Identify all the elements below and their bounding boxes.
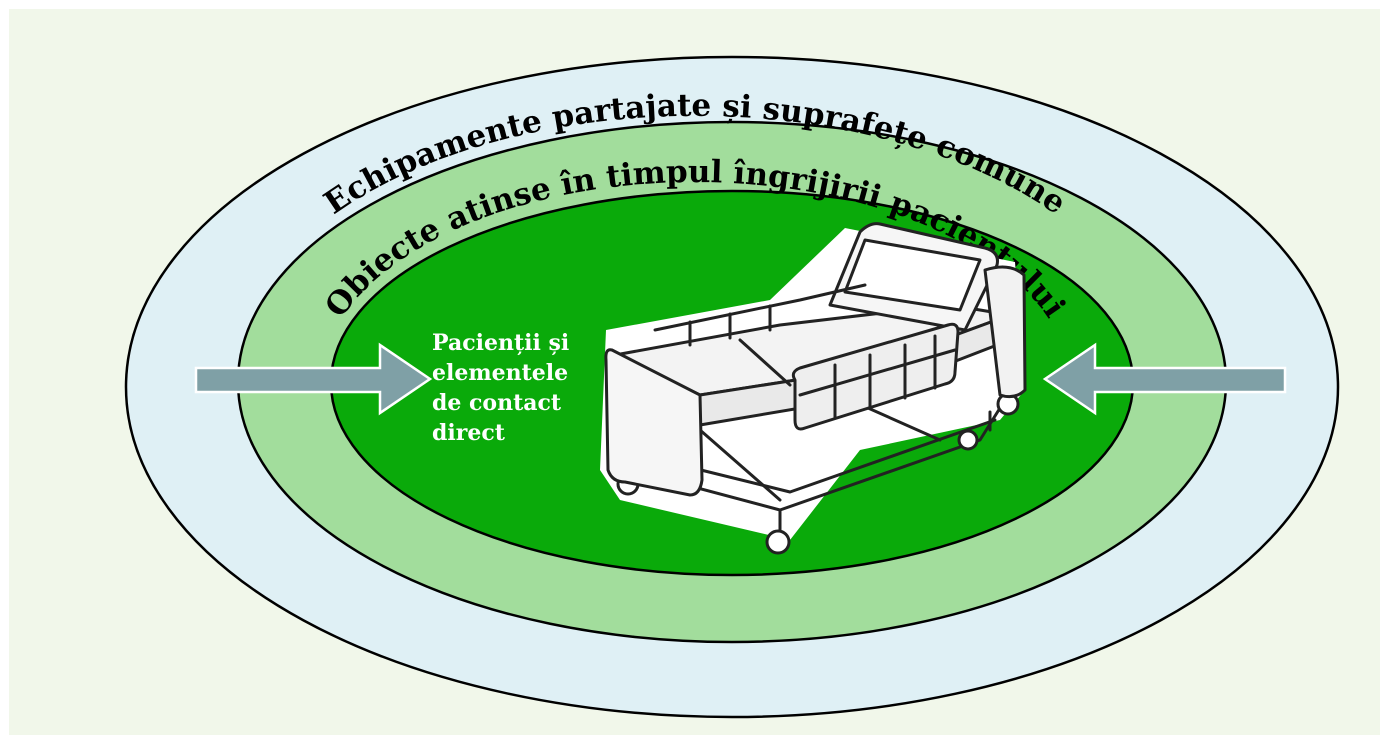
inner-label-line-4: direct [432,420,506,446]
inner-zone-label: Pacienții și elementele de contact direc… [432,330,577,446]
inner-label-line-1: Pacienții și [432,330,569,356]
arrow-left-icon [1042,342,1287,416]
arrow-right-icon [194,342,433,416]
hospital-bed-icon [600,222,1027,555]
inner-label-line-2: elementele [432,360,568,386]
inner-label-line-3: de contact [432,390,562,416]
